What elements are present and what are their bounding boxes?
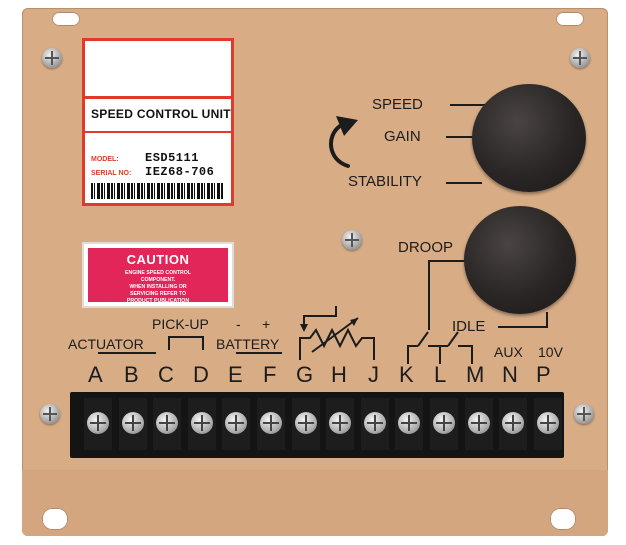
terminal-screw-l-icon[interactable] bbox=[433, 412, 455, 434]
pickup-bracket-l bbox=[168, 336, 170, 350]
product-label: SPEED CONTROL UNIT MODEL: ESD5111 SERIAL… bbox=[82, 38, 234, 206]
terminal-label-m: M bbox=[466, 362, 485, 387]
mounting-plate-lower bbox=[22, 470, 608, 536]
label-title: SPEED CONTROL UNIT bbox=[91, 107, 231, 121]
screw-center-icon bbox=[342, 230, 362, 250]
caution-background: CAUTION ENGINE SPEED CONTROL COMPONENT. … bbox=[88, 248, 228, 304]
terminal-screw-n-icon[interactable] bbox=[502, 412, 525, 434]
battery-minus: - bbox=[236, 316, 241, 332]
terminal-screw-g-icon[interactable] bbox=[294, 412, 317, 434]
pickup-bracket-r bbox=[202, 336, 204, 350]
droop-line-v bbox=[428, 260, 430, 330]
model-key: MODEL: bbox=[91, 156, 119, 163]
battery-bracket bbox=[236, 352, 282, 354]
terminal-label-l: L bbox=[434, 362, 447, 387]
terminal-screw-k-icon[interactable] bbox=[398, 412, 421, 434]
stability-label: STABILITY bbox=[348, 173, 422, 190]
speed-label: SPEED bbox=[372, 96, 423, 113]
serial-value: IEZ68-706 bbox=[145, 165, 215, 179]
terminal-label-c: C bbox=[158, 362, 174, 387]
caution-line-1: ENGINE SPEED CONTROL bbox=[124, 270, 191, 276]
caution-title: CAUTION bbox=[126, 252, 190, 267]
aux-label: AUX bbox=[494, 344, 523, 360]
pickup-label: PICK-UP bbox=[152, 316, 209, 332]
battery-plus: + bbox=[262, 316, 271, 332]
screw-bottom-left-icon bbox=[40, 404, 60, 424]
mounting-hole-bottom-right bbox=[550, 508, 576, 530]
switch-symbol-icon bbox=[407, 331, 473, 364]
idle-line-h bbox=[498, 326, 548, 328]
rotate-arrow-icon bbox=[329, 116, 358, 168]
terminal-label-k: K bbox=[399, 362, 414, 387]
terminal-label-a: A bbox=[88, 362, 103, 387]
actuator-label: ACTUATOR bbox=[68, 336, 144, 352]
label-divider bbox=[85, 131, 231, 133]
terminal-screw-d-icon[interactable] bbox=[190, 412, 213, 434]
terminal-screw-c-icon[interactable] bbox=[156, 412, 179, 434]
model-value: ESD5111 bbox=[145, 151, 199, 165]
terminal-label-f: F bbox=[263, 362, 277, 387]
caution-line-4: SERVICING REFER TO bbox=[129, 291, 187, 297]
terminal-screw-b-icon[interactable] bbox=[121, 412, 144, 434]
terminal-screw-f-icon[interactable] bbox=[260, 412, 282, 434]
mounting-hole-bottom-left bbox=[42, 508, 68, 530]
terminal-screw-e-icon[interactable] bbox=[225, 412, 248, 434]
terminal-screw-j-icon[interactable] bbox=[363, 412, 386, 434]
terminal-label-b: B bbox=[124, 362, 139, 387]
speed-line bbox=[450, 104, 486, 106]
droop-idle-knob[interactable] bbox=[464, 206, 576, 314]
terminal-screw-p-icon[interactable] bbox=[536, 412, 559, 434]
screw-top-right-icon bbox=[570, 48, 590, 68]
caution-line-2: COMPONENT. bbox=[140, 277, 176, 283]
terminal-label-d: D bbox=[193, 362, 209, 387]
terminal-label-p: P bbox=[536, 362, 551, 387]
screw-top-left-icon bbox=[42, 48, 62, 68]
droop-label: DROOP bbox=[398, 239, 454, 256]
battery-label: BATTERY bbox=[216, 336, 280, 352]
terminal-screw-a-icon[interactable] bbox=[87, 412, 109, 434]
stability-line bbox=[446, 182, 482, 184]
terminal-label-e: E bbox=[228, 362, 243, 387]
terminal-screw-m-icon[interactable] bbox=[467, 412, 490, 434]
serial-key: SERIAL NO: bbox=[91, 170, 132, 177]
aux-voltage: 10V bbox=[538, 344, 563, 360]
gain-label: GAIN bbox=[384, 128, 421, 145]
terminal-label-n: N bbox=[502, 362, 518, 387]
caution-line-5: PRODUCT PUBLICATION bbox=[126, 298, 190, 304]
potentiometer-symbol-icon bbox=[299, 306, 375, 360]
pickup-bracket-h bbox=[168, 336, 204, 338]
terminal-label-j: J bbox=[368, 362, 379, 387]
idle-label: IDLE bbox=[452, 318, 486, 335]
caution-line-3: WHEN INSTALLING OR bbox=[129, 284, 187, 290]
gain-line bbox=[446, 136, 474, 138]
mounting-hole-top-right bbox=[556, 12, 584, 26]
actuator-bracket bbox=[98, 352, 156, 354]
caution-sticker: CAUTION ENGINE SPEED CONTROL COMPONENT. … bbox=[82, 242, 234, 308]
droop-line-h bbox=[430, 260, 468, 262]
label-blank-area bbox=[85, 41, 231, 99]
screw-bottom-right-icon bbox=[574, 404, 594, 424]
terminal-label-h: H bbox=[331, 362, 347, 387]
speed-gain-stability-knob[interactable] bbox=[472, 84, 586, 192]
barcode bbox=[91, 183, 223, 199]
terminal-screw-h-icon[interactable] bbox=[329, 412, 352, 434]
terminal-label-g: G bbox=[296, 362, 314, 387]
idle-line-v bbox=[546, 312, 548, 328]
mounting-hole-top-left bbox=[52, 12, 80, 26]
